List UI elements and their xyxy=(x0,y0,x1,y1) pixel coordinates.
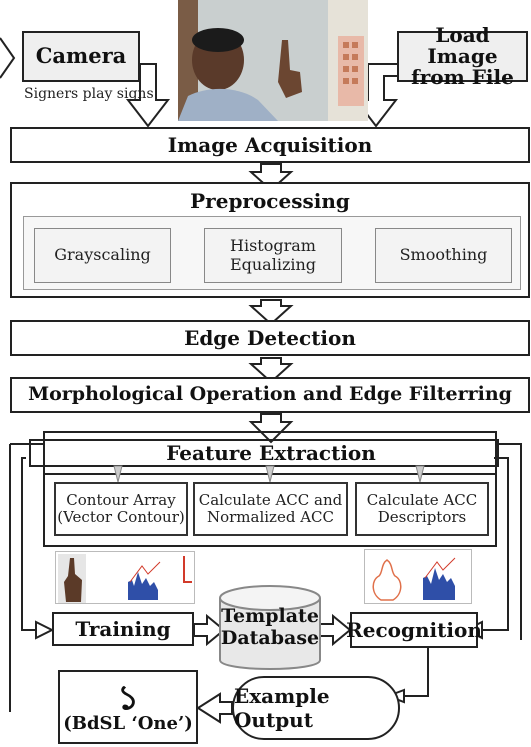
histogram-thumbnail xyxy=(423,557,456,600)
acc-descriptors-step: Calculate ACC Descriptors xyxy=(355,482,489,536)
arrow-left-icon xyxy=(196,692,233,724)
arrow-down-icon xyxy=(248,413,294,444)
loop-right-to-recognition xyxy=(478,457,509,631)
arrow-down-icon xyxy=(248,163,294,192)
camera-to-acquisition-arrow xyxy=(125,63,171,128)
outer-feedback-right xyxy=(496,443,522,640)
recognition-thumbnails xyxy=(364,549,472,604)
bdsl-one-label: (BdSL ‘One’) xyxy=(63,712,193,734)
recognition-box: Recognition xyxy=(346,612,482,648)
image-acquisition-box: Image Acquisition xyxy=(10,127,530,163)
contour-thumbnail xyxy=(372,559,402,601)
connector-chevron-icon xyxy=(265,465,275,483)
camera-box: Camera xyxy=(22,31,140,82)
histogram-equalizing-step: Histogram Equalizing xyxy=(204,228,342,283)
camera-caption: Signers play signs xyxy=(24,86,154,102)
output-result-box: ১ (BdSL ‘One’) xyxy=(58,670,198,744)
example-output-box: Example Output xyxy=(232,676,400,740)
arrow-right-icon xyxy=(35,620,55,640)
morphological-operation-box: Morphological Operation and Edge Filterr… xyxy=(10,377,530,413)
connector-chevron-icon xyxy=(415,465,425,483)
grayscaling-step: Grayscaling xyxy=(34,228,171,283)
arrow-down-icon xyxy=(248,299,294,326)
smoothing-step: Smoothing xyxy=(375,228,512,283)
contour-array-step: Contour Array (Vector Contour) xyxy=(54,482,188,536)
training-box: Training xyxy=(52,612,194,646)
arrow-right-icon xyxy=(193,613,226,647)
arrow-down-icon xyxy=(248,357,294,384)
webcam-photo xyxy=(178,0,368,121)
loop-left-to-training xyxy=(21,457,38,631)
database-cylinder-icon xyxy=(219,585,321,670)
feature-extraction-title: Feature Extraction xyxy=(166,440,376,465)
preprocessing-title: Preprocessing xyxy=(190,189,350,213)
bdsl-one-glyph: ১ xyxy=(116,677,140,718)
connector-chevron-icon xyxy=(113,465,123,483)
feature-header-frame xyxy=(29,439,499,467)
arrow-right-icon xyxy=(319,613,352,647)
edge-detection-box: Edge Detection xyxy=(10,320,530,356)
load-image-box: Load Image from File xyxy=(397,25,528,88)
training-thumbnails xyxy=(55,551,195,604)
histogram-thumbnail xyxy=(128,556,192,600)
calculate-acc-step: Calculate ACC and Normalized ACC xyxy=(193,482,348,536)
camera-entry-chevron xyxy=(0,37,16,79)
recognition-to-output-line xyxy=(400,648,429,697)
template-database-label: Template Database xyxy=(220,605,320,649)
